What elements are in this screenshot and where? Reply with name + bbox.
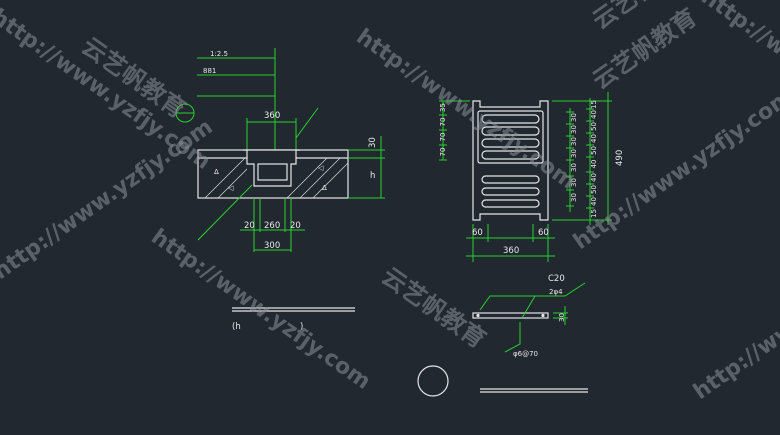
dim-right-outer: 15 xyxy=(590,100,598,109)
dim-right-outer: 50 xyxy=(590,122,598,131)
grate-slot xyxy=(481,187,540,196)
dim-side-left: 20 xyxy=(244,221,255,231)
grate-slot xyxy=(481,126,540,136)
svg-text:Δ: Δ xyxy=(322,184,327,192)
grate-slots xyxy=(477,110,544,208)
title-left: (h ) xyxy=(232,307,355,332)
dim-side-right: 20 xyxy=(290,221,301,231)
dim-bottom-total: 360 xyxy=(503,246,519,256)
grate-outline xyxy=(472,100,549,221)
dim-right-inner: 30 xyxy=(570,113,578,122)
bar-height: 30 xyxy=(558,313,566,322)
grate-slot xyxy=(481,175,540,184)
grate-slot xyxy=(481,114,540,124)
dim-right-inner: 30 xyxy=(570,137,578,146)
dim-thickness: 30 xyxy=(368,137,378,148)
stirrup-spacing: φ6@70 xyxy=(513,350,538,358)
dim-top-width: 360 xyxy=(264,111,280,121)
watermark-text: http://www.yzfjy.com xyxy=(689,235,780,405)
watermarks: http://www.yzfjy.com 云艺帆教育 http://www.yzfj… xyxy=(0,0,780,405)
dim-left: 70 xyxy=(439,133,447,142)
dim-depth: h xyxy=(370,171,375,181)
grate-slot xyxy=(481,150,540,160)
dim-left: 70 xyxy=(439,148,447,157)
dim-right-outer: 40 xyxy=(590,110,598,119)
dim-right-outer: 50 xyxy=(590,185,598,194)
bar-outline xyxy=(472,312,549,319)
mix-ratio-label: 1:2.5 xyxy=(210,50,228,58)
dim-right-inner: 30 xyxy=(570,163,578,172)
concrete-grade: C20 xyxy=(548,274,565,284)
dim-bottom-left: 60 xyxy=(472,228,483,238)
dim-bottom-width: 300 xyxy=(264,241,280,251)
view-circle-symbol xyxy=(417,365,449,397)
rebar-spec: 2φ4 xyxy=(549,288,563,296)
drain-section-view: 1:2.5 881 360 Δ ◁ ◁ Δ xyxy=(175,48,385,252)
dim-right-outer: 40 xyxy=(590,134,598,143)
svg-text:Δ: Δ xyxy=(214,168,219,176)
svg-text:◁: ◁ xyxy=(318,164,324,172)
title-right xyxy=(417,365,588,397)
dim-bottom-right: 60 xyxy=(538,228,549,238)
grate-slot xyxy=(481,199,540,208)
dim-right-outer: 40 xyxy=(590,173,598,182)
dim-right-inner: 30 xyxy=(570,193,578,202)
svg-text:(h: (h xyxy=(232,322,241,332)
rebar-detail: C20 2φ4 30 φ6@70 xyxy=(472,274,586,358)
dim-right-outer: 15 xyxy=(590,209,598,218)
layer-label: 881 xyxy=(203,67,216,75)
dim-total-height: 490 xyxy=(615,150,625,166)
dim-right-inner: 30 xyxy=(570,178,578,187)
dim-left: 35 xyxy=(439,103,447,112)
watermark-text: 云艺帆教育 xyxy=(377,262,491,354)
grate-slot-frame xyxy=(477,110,544,164)
watermark-text: http://www.yzfjy.com xyxy=(352,24,580,194)
dim-inner-width: 260 xyxy=(264,221,280,231)
dim-left: 70 xyxy=(439,118,447,127)
dim-right-outer: 40 xyxy=(590,160,598,169)
svg-text:◁: ◁ xyxy=(228,184,234,192)
dim-right-inner: 30 xyxy=(570,149,578,158)
dim-right-inner: 30 xyxy=(570,125,578,134)
watermark-text: http://www.yzfjy.com xyxy=(569,85,780,255)
svg-text:): ) xyxy=(300,322,303,332)
grate-slot xyxy=(481,138,540,148)
dim-right-outer: 50 xyxy=(590,146,598,155)
dim-right-outer: 40 xyxy=(590,197,598,206)
